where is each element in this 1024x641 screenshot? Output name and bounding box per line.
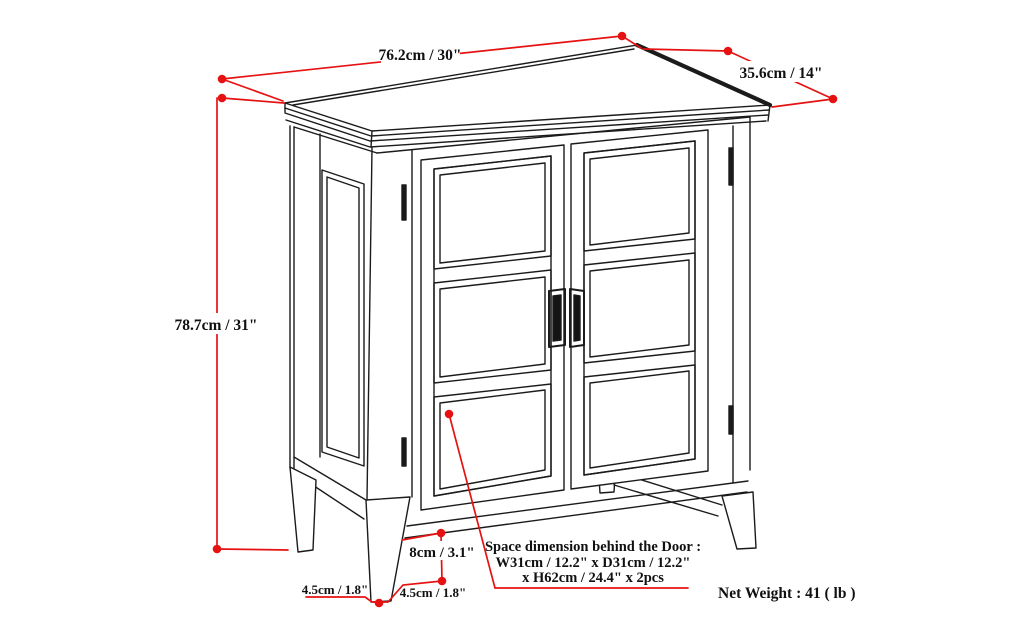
tabletop-right-edge-thick [634, 42, 773, 108]
dot-foot [374, 598, 384, 608]
hinge-right-bottom [728, 405, 734, 435]
label-top-depth: 35.6cm / 14" [739, 65, 822, 82]
right-door-handle [569, 288, 585, 348]
right-door-outer [570, 129, 709, 490]
front-right-leg [721, 491, 757, 550]
right-door-pane3-inner [589, 370, 690, 469]
dimension-dots [212, 31, 838, 608]
cabinet-tabletop [284, 42, 773, 148]
right-stretcher-bottom [613, 484, 719, 517]
left-handle-outer [548, 288, 566, 348]
label-height: 78.7cm / 31" [174, 317, 257, 334]
dimension-labels: 76.2cm / 30" 35.6cm / 14" 78.7cm / 31" 8… [174, 44, 855, 602]
dim-depth-ext-front [771, 98, 834, 108]
left-handle-slot [552, 294, 562, 342]
label-bg-clearance [409, 541, 475, 560]
space-note-line2: W31cm / 12.2" x D31cm / 12.2" [496, 555, 691, 571]
left-door-pane1-outer [433, 155, 552, 270]
label-foot-left: 4.5cm / 1.8" [302, 582, 368, 597]
cabinet-front [366, 116, 751, 539]
molding-right-end [767, 104, 771, 122]
label-bg-depth [741, 61, 823, 82]
side-stretcher-top [293, 456, 367, 501]
right-door-pane3-outer [583, 364, 696, 476]
dot-width-left [217, 74, 227, 84]
molding-corner-end [370, 130, 373, 148]
tabletop-surface [284, 44, 771, 132]
label-foot-right: 4.5cm / 1.8" [400, 585, 466, 600]
dot-depth-front [828, 94, 838, 104]
dim-height-ext-top [221, 97, 285, 104]
left-door-pane1-inner [439, 162, 546, 264]
side-top-edge [293, 126, 378, 154]
front-top-edge [376, 116, 751, 154]
molding-line-2 [284, 112, 769, 142]
dot-clearance-bottom [437, 576, 447, 586]
back-left-leg [289, 466, 317, 553]
space-note-leader [448, 413, 689, 589]
hinge-right-top [728, 147, 734, 186]
case-bottom-edge [404, 491, 748, 539]
dot-height-top [217, 93, 227, 103]
label-clearance: 8cm / 3.1" [409, 545, 474, 561]
front-left-leg [365, 496, 411, 603]
dim-depth-ext-back [642, 48, 729, 52]
dot-height-bottom [212, 544, 222, 554]
right-door-pane1-inner [589, 147, 690, 246]
right-handle-outer [569, 288, 585, 348]
dot-width-right [617, 31, 627, 41]
dot-depth-back [723, 46, 733, 56]
label-bg-height [180, 313, 254, 334]
cabinet-drawing [284, 42, 773, 603]
right-door-pane2-inner [589, 259, 690, 358]
tabletop-back-bevel [292, 48, 635, 106]
dot-clearance-top [436, 528, 446, 538]
side-panel-inner [326, 176, 360, 459]
dim-clearance-ext [401, 532, 442, 541]
dim-width-ext-left [221, 78, 284, 102]
cabinet-legs [289, 460, 757, 603]
space-note-line3: x H62cm / 24.4" x 2pcs [522, 570, 664, 586]
dim-height-ext-bottom [216, 548, 289, 551]
dot-space-leader [444, 409, 454, 419]
right-door-pane1-outer [583, 140, 696, 252]
front-corner-edge [366, 147, 373, 501]
cabinet-left-side [289, 125, 378, 520]
left-door-pane3-outer [433, 383, 552, 497]
side-panel-outer [321, 169, 365, 467]
right-handle-slot [573, 294, 581, 342]
left-door-pane2-inner [439, 276, 546, 378]
hinge-left-bottom [401, 437, 407, 467]
left-door [420, 144, 566, 511]
hinge-left-top [401, 184, 407, 221]
space-note: Space dimension behind the Door : W31cm … [485, 539, 701, 586]
net-weight-label: Net Weight : 41 ( lb ) [718, 585, 855, 602]
label-bg-width [381, 44, 460, 64]
bottom-rail-line [406, 480, 749, 527]
left-door-pane3-inner [439, 389, 546, 490]
label-top-width: 76.2cm / 30" [378, 47, 461, 64]
space-note-line1: Space dimension behind the Door : [485, 539, 701, 555]
molding-line-3 [285, 119, 767, 148]
left-door-pane2-outer [433, 269, 552, 384]
right-door [569, 129, 709, 490]
left-door-outer [420, 144, 565, 511]
left-door-handle [548, 288, 566, 348]
